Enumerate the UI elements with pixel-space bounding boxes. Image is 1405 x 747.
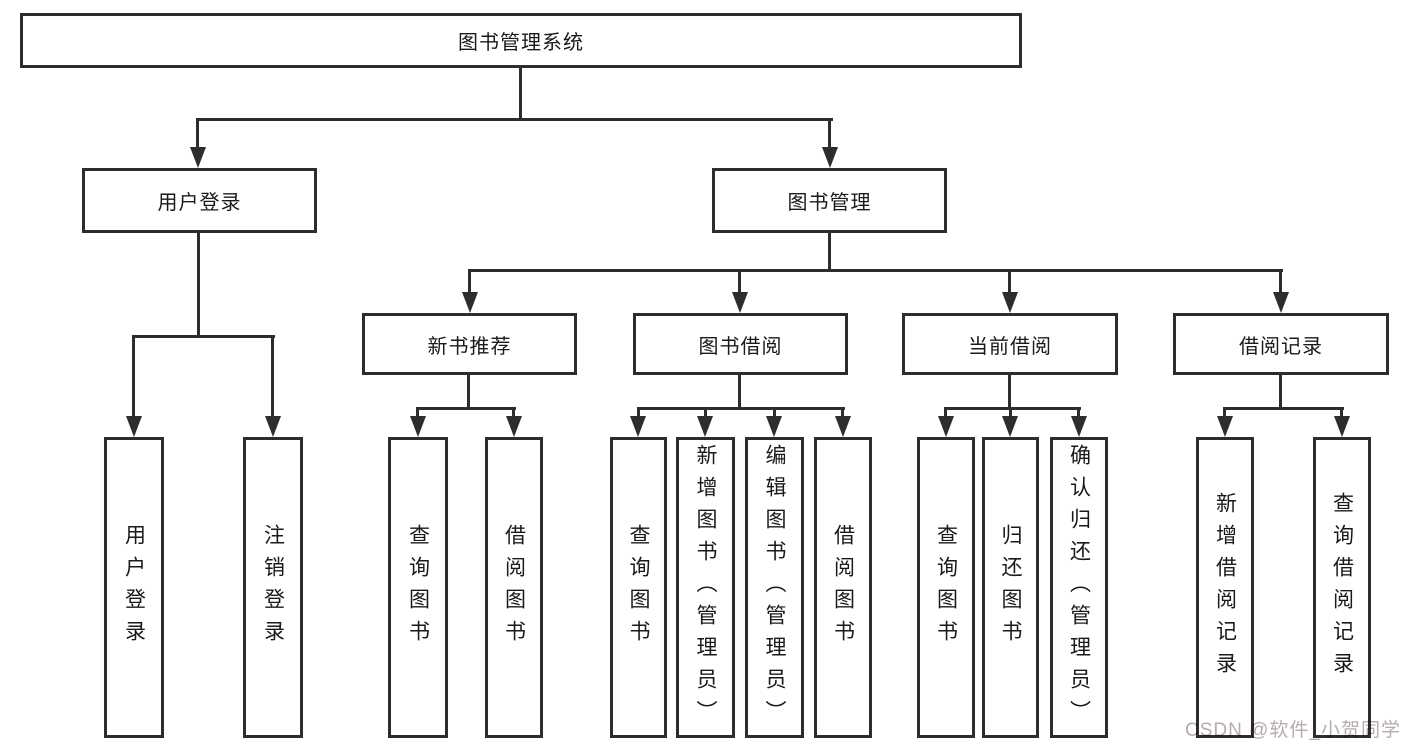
connector-line (512, 410, 515, 418)
node-leaf-query-books: 查询图书 (610, 437, 667, 738)
arrow-down-icon (822, 147, 838, 168)
node-borrowing-records: 借阅记录 (1173, 313, 1389, 375)
arrow-down-icon (1002, 292, 1018, 313)
arrow-down-icon (265, 416, 281, 437)
arrow-down-icon (462, 292, 478, 313)
connector-line (738, 272, 741, 294)
connector-line (196, 121, 199, 150)
connector-line (1340, 410, 1343, 418)
connector-line (828, 233, 831, 272)
connector-line (1077, 410, 1080, 418)
arrow-down-icon (732, 292, 748, 313)
arrow-down-icon (126, 416, 142, 437)
node-leaf-borrow-books: 借阅图书 (814, 437, 872, 738)
node-label: 查询借阅记录 (1330, 491, 1354, 684)
node-label: 编辑图书（管理员） (763, 443, 786, 732)
node-leaf-logout: 注销登录 (243, 437, 303, 738)
arrow-down-icon (1217, 416, 1233, 437)
node-library-management-system: 图书管理系统 (20, 13, 1022, 68)
node-label: 用户登录 (122, 523, 146, 652)
arrow-down-icon (697, 416, 713, 437)
node-leaf-add-borrow-record: 新增借阅记录 (1196, 437, 1254, 738)
node-user-login: 用户登录 (82, 168, 317, 233)
node-label: 借阅图书 (502, 523, 526, 652)
node-label: 归还图书 (999, 523, 1022, 652)
node-label: 新书推荐 (427, 335, 512, 358)
connector-line (467, 375, 470, 410)
arrow-down-icon (938, 416, 954, 437)
node-book-borrowing: 图书借阅 (633, 313, 848, 375)
node-leaf-query-borrow-record: 查询借阅记录 (1313, 437, 1371, 738)
csdn-watermark: CSDN @软件_小贺同学 (1185, 720, 1401, 741)
arrow-down-icon (1002, 416, 1018, 437)
connector-line (1008, 375, 1011, 410)
node-book-management: 图书管理 (712, 168, 947, 233)
connector-line (132, 335, 275, 338)
node-label: 用户登录 (157, 192, 242, 214)
node-leaf-edit-books-admin: 编辑图书（管理员） (745, 437, 804, 738)
connector-line (773, 410, 776, 418)
connector-line (197, 233, 200, 338)
connector-line (944, 407, 1081, 410)
node-leaf-user-login: 用户登录 (104, 437, 164, 738)
connector-line (1223, 410, 1226, 418)
arrow-down-icon (1334, 416, 1350, 437)
connector-line (196, 118, 833, 121)
node-label: 确认归还（管理员） (1067, 443, 1091, 732)
node-label: 查询图书 (934, 523, 958, 652)
arrow-down-icon (630, 416, 646, 437)
connector-line (1009, 410, 1012, 418)
connector-line (944, 410, 947, 418)
connector-line (1008, 272, 1011, 294)
node-leaf-borrow-books: 借阅图书 (485, 437, 543, 738)
connector-line (468, 272, 471, 294)
connector-line (828, 121, 831, 150)
arrow-down-icon (1273, 292, 1289, 313)
connector-line (637, 410, 640, 418)
node-leaf-return-books: 归还图书 (982, 437, 1039, 738)
node-label: 借阅图书 (831, 523, 855, 652)
connector-line (416, 407, 516, 410)
connector-line (1223, 407, 1344, 410)
connector-line (468, 269, 1283, 272)
connector-line (132, 338, 135, 420)
connector-line (704, 410, 707, 418)
node-label: 新增借阅记录 (1213, 491, 1237, 684)
connector-line (416, 410, 419, 418)
node-label: 注销登录 (261, 523, 285, 652)
node-leaf-query-books: 查询图书 (388, 437, 448, 738)
connector-line (271, 338, 274, 420)
connector-line (519, 68, 522, 121)
node-leaf-confirm-return-admin: 确认归还（管理员） (1050, 437, 1108, 738)
arrow-down-icon (835, 416, 851, 437)
arrow-down-icon (766, 416, 782, 437)
arrow-down-icon (1071, 416, 1087, 437)
node-label: 图书借阅 (698, 335, 783, 358)
node-new-book-recommend: 新书推荐 (362, 313, 577, 375)
connector-line (1279, 375, 1282, 410)
arrow-down-icon (506, 416, 522, 437)
node-label: 查询图书 (627, 523, 650, 652)
connector-line (637, 407, 845, 410)
node-label: 当前借阅 (968, 335, 1052, 358)
node-label: 图书管理 (787, 192, 872, 214)
node-leaf-add-books-admin: 新增图书（管理员） (676, 437, 735, 738)
node-label: 查询图书 (406, 523, 430, 652)
node-label: 借阅记录 (1239, 335, 1323, 358)
node-label: 图书管理系统 (458, 32, 584, 54)
connector-line (841, 410, 844, 418)
node-label: 新增图书（管理员） (694, 443, 717, 732)
arrow-down-icon (410, 416, 426, 437)
node-current-borrowing: 当前借阅 (902, 313, 1118, 375)
connector-line (1279, 272, 1282, 294)
connector-line (738, 375, 741, 410)
arrow-down-icon (190, 147, 206, 168)
node-leaf-query-books: 查询图书 (917, 437, 975, 738)
